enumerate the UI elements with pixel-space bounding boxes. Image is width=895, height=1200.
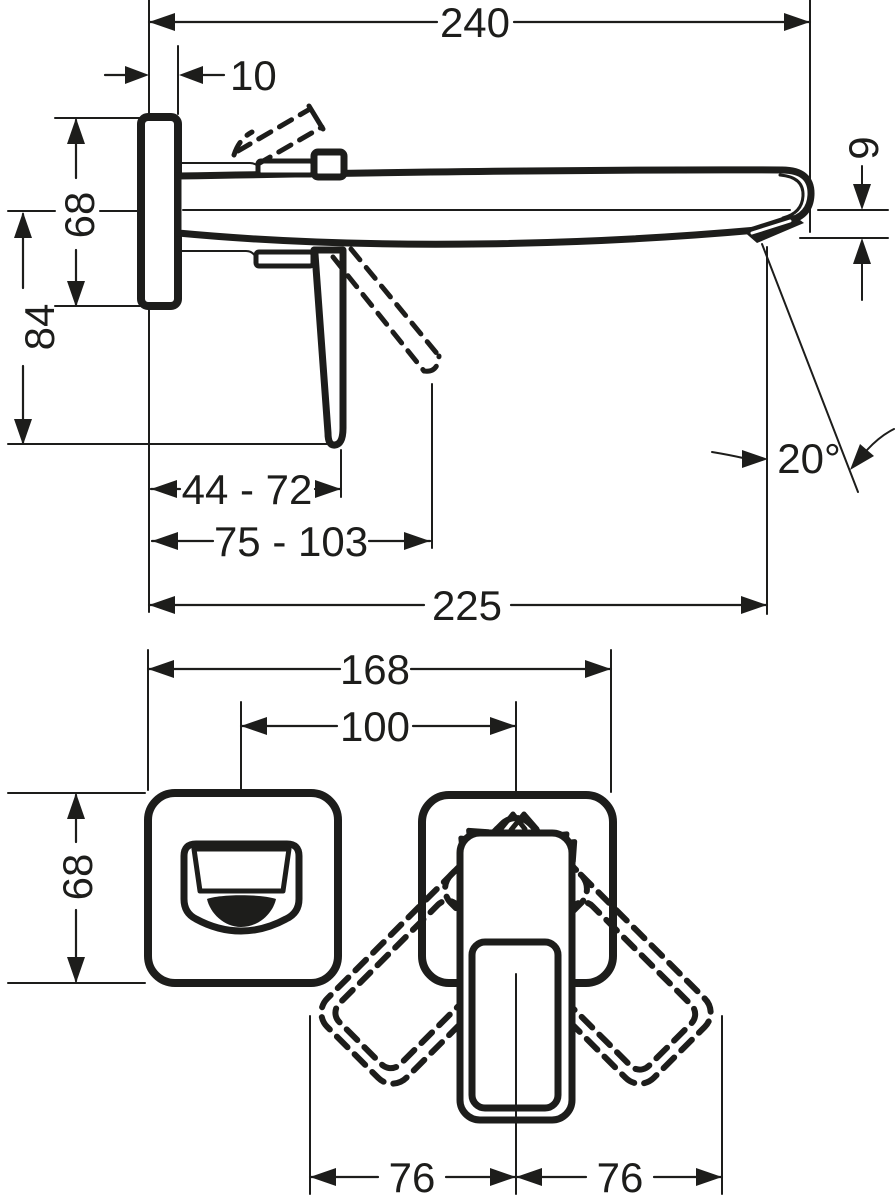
wall-plate-side [137, 113, 182, 310]
dim-68-front-label: 68 [54, 854, 101, 901]
dim-84-label: 84 [16, 304, 63, 351]
dim-100-label: 100 [340, 703, 410, 750]
housing-top-bar [255, 158, 316, 178]
dim-10: 10 [103, 52, 277, 99]
dim-76-left-label: 76 [389, 1154, 436, 1200]
dim-44-72: 44 - 72 [149, 466, 343, 513]
dim-9: 9 [840, 136, 887, 264]
dim-168-label: 168 [340, 646, 410, 693]
dim-angle-20-label: 20° [777, 435, 841, 482]
dim-angle-20: 20° [711, 428, 895, 482]
dim-75-103-label: 75 - 103 [214, 518, 368, 565]
housing-bottom-line [178, 250, 256, 257]
dim-68-front: 68 [54, 793, 101, 983]
spout-front [180, 840, 303, 935]
front-view: 168 100 68 [7, 646, 724, 1200]
front-extension-lines [7, 649, 723, 1195]
dim-240-label: 240 [440, 0, 510, 46]
lever-ghost-down [330, 246, 442, 374]
housing-bottom-bar [253, 249, 316, 269]
dim-225-label: 225 [432, 582, 502, 629]
dim-84: 84 [14, 212, 63, 445]
outlet-reference-line [7, 209, 889, 239]
spout-outlet [207, 895, 276, 927]
dim-75-103: 75 - 103 [150, 518, 432, 565]
lever-hub [310, 148, 348, 181]
side-extension-lines [7, 0, 863, 615]
dim-168: 168 [146, 646, 613, 693]
dim-68-side-label: 68 [56, 192, 103, 239]
dim-68-side: 68 [56, 118, 103, 307]
dim-240: 240 [147, 0, 812, 46]
dim-225: 225 [147, 582, 769, 629]
lever-ghost-up [231, 103, 326, 167]
dim-44-72-label: 44 - 72 [182, 466, 313, 513]
lever-side [310, 246, 347, 449]
dim-76-76: 76 76 [308, 1154, 724, 1200]
spout-side [174, 166, 815, 248]
side-view: 240 10 68 84 9 [7, 0, 895, 629]
dim-100: 100 [239, 703, 518, 750]
housing-top-line [178, 162, 260, 169]
spout-tip-cap [778, 173, 805, 220]
dim-76-right-label: 76 [597, 1154, 644, 1200]
logo-chevron-mark [497, 811, 540, 833]
dim-9-label: 9 [840, 136, 887, 159]
aerator-highlight [750, 219, 792, 235]
dim-10-label: 10 [230, 52, 277, 99]
